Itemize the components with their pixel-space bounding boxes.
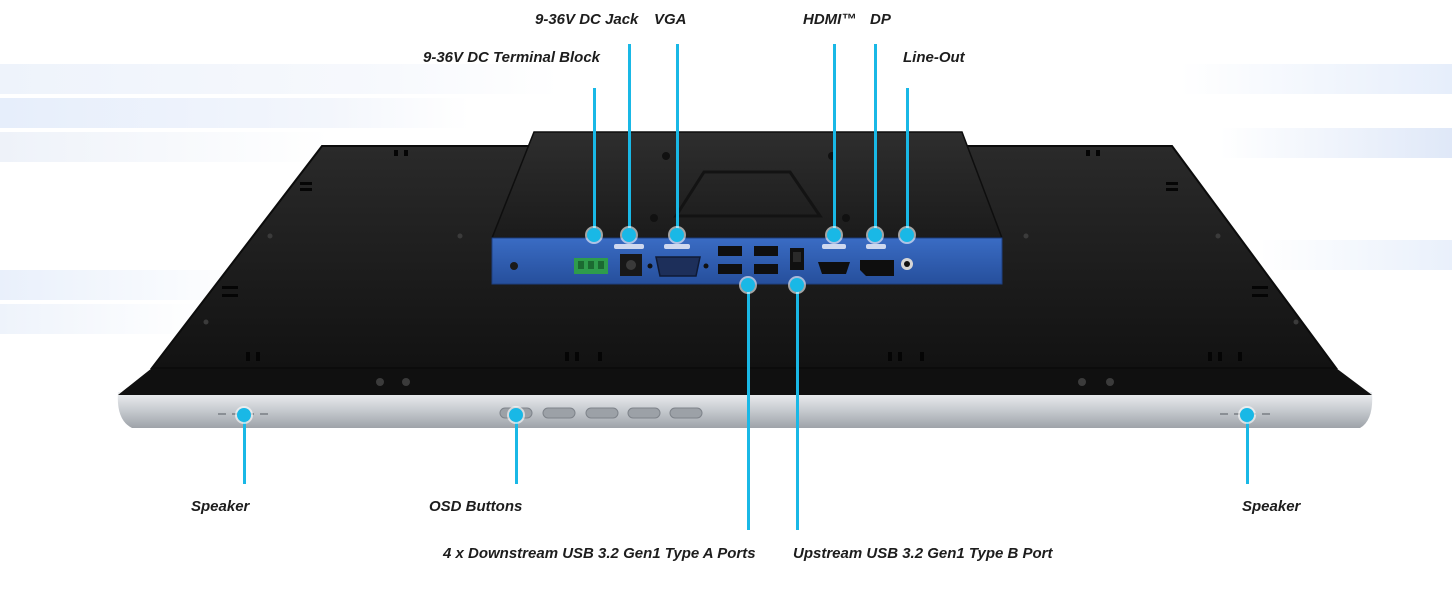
io-plate — [491, 237, 1003, 285]
power-button-icon — [510, 262, 518, 270]
power-connector-icon — [574, 258, 608, 274]
label-dc-jack: 9-36V DC Jack — [535, 11, 639, 28]
marker-terminal-block — [587, 228, 601, 242]
dc-jack-port-icon — [620, 254, 642, 276]
marker-hdmi — [827, 228, 841, 242]
marker-usb-upstream — [790, 278, 804, 292]
leader-hdmi — [833, 44, 836, 234]
usb-b-port-icon — [790, 248, 804, 270]
leader-speaker-left — [243, 414, 246, 484]
marker-line-out — [900, 228, 914, 242]
label-terminal-block: 9-36V DC Terminal Block — [423, 49, 601, 66]
label-speaker-left: Speaker — [191, 498, 250, 515]
background-stripe — [0, 304, 200, 334]
leader-speaker-right — [1246, 414, 1249, 484]
label-usb-downstream: 4 x Downstream USB 3.2 Gen1 Type A Ports — [443, 545, 756, 562]
leader-dp — [874, 44, 877, 234]
usb-a-port-icon — [718, 246, 778, 274]
marker-usb-downstream — [741, 278, 755, 292]
background-stripe — [0, 98, 470, 128]
leader-vga — [676, 44, 679, 234]
label-osd-buttons: OSD Buttons — [429, 498, 523, 515]
background-stripe — [1260, 240, 1452, 270]
marker-dp — [868, 228, 882, 242]
leader-terminal-block — [593, 88, 596, 234]
audio-jack-icon — [901, 258, 913, 270]
label-vga: VGA — [654, 11, 687, 28]
leader-dc-jack — [628, 44, 631, 234]
marker-osd-buttons — [509, 408, 523, 422]
background-stripe — [0, 64, 560, 94]
hdmi-port-icon — [818, 262, 850, 274]
leader-line-out — [906, 88, 909, 234]
background-stripe — [1180, 64, 1452, 94]
compute-box — [490, 131, 1004, 239]
label-line-out: Line-Out — [903, 49, 965, 66]
leader-osd-buttons — [515, 414, 518, 484]
marker-vga — [670, 228, 684, 242]
osd-buttons — [499, 407, 703, 419]
marker-dc-jack — [622, 228, 636, 242]
leader-usb-downstream — [747, 284, 750, 530]
black-frame — [118, 368, 1372, 395]
silver-bezel — [117, 392, 1373, 428]
marker-speaker-left — [237, 408, 251, 422]
label-hdmi: HDMI™ — [803, 11, 857, 28]
label-usb-upstream: Upstream USB 3.2 Gen1 Type B Port — [793, 545, 1053, 562]
background-stripe — [1220, 128, 1452, 158]
vga-port-icon — [647, 256, 709, 277]
leader-usb-upstream — [796, 284, 799, 530]
label-speaker-right: Speaker — [1242, 498, 1301, 515]
marker-speaker-right — [1240, 408, 1254, 422]
label-dp: DP — [870, 11, 891, 28]
background-stripe — [0, 132, 330, 162]
displayport-icon — [860, 260, 894, 276]
